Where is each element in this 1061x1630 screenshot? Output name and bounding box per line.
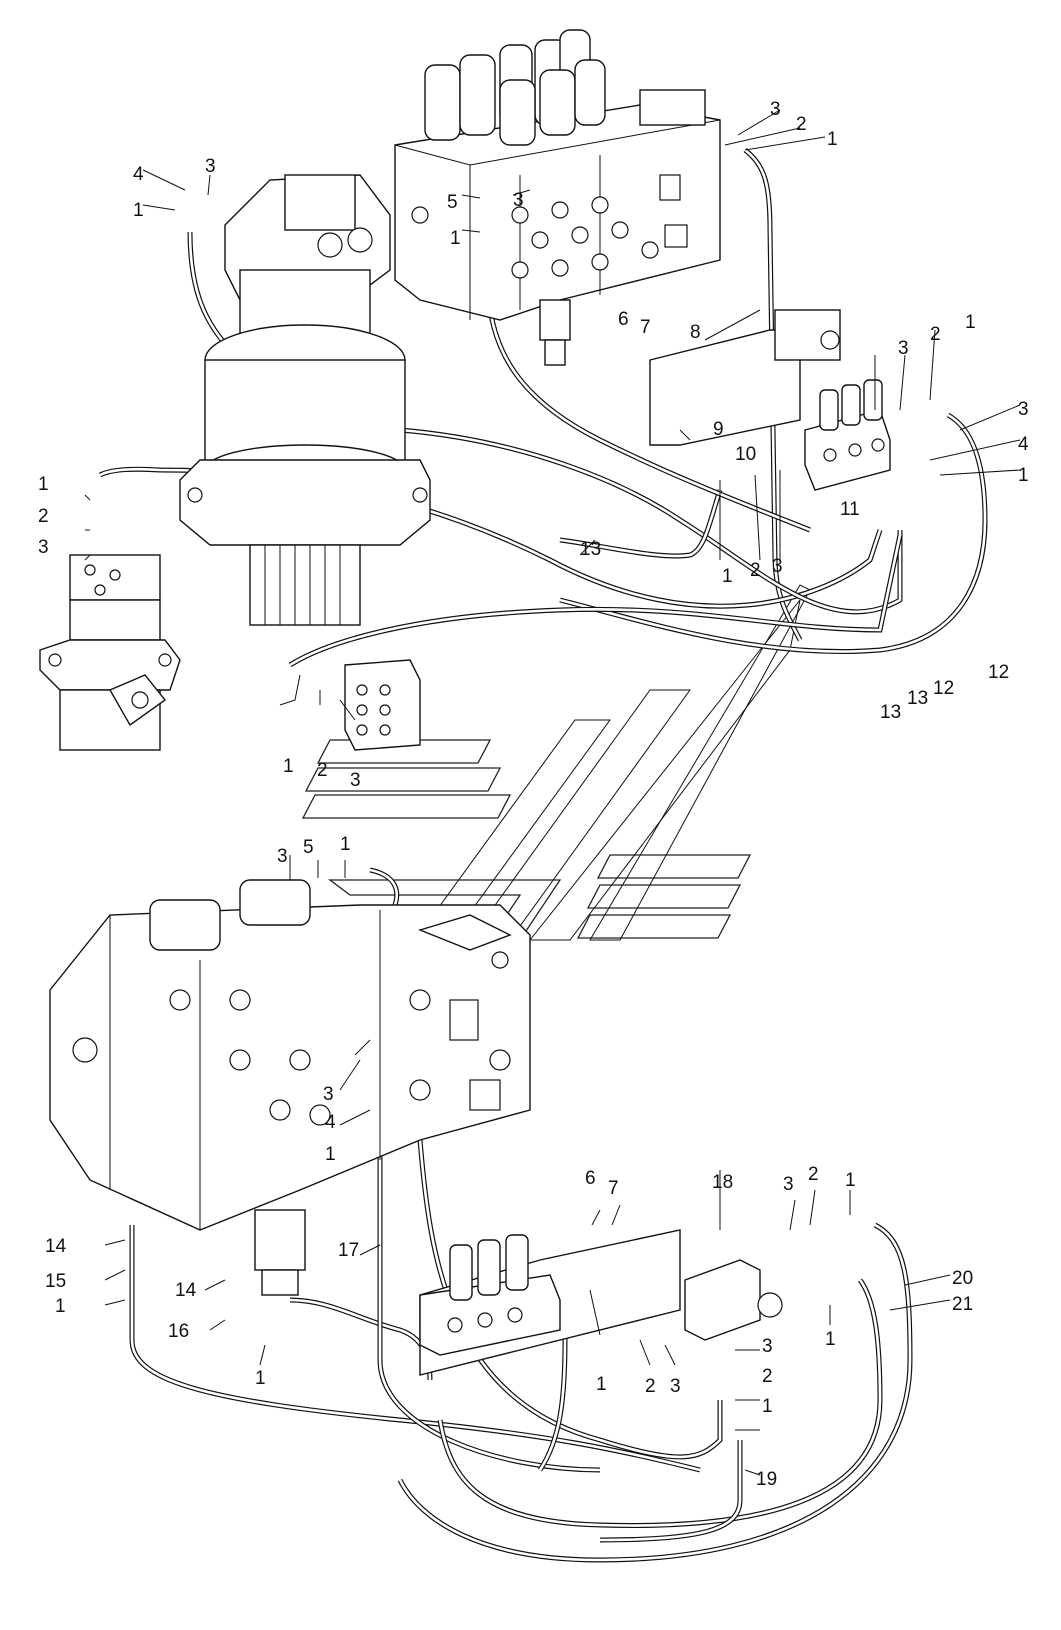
callout-label: 3 — [323, 1084, 334, 1105]
callout-label: 1 — [340, 834, 351, 855]
small-manifold — [344, 659, 421, 751]
callout-label: 1 — [450, 228, 461, 249]
callout-label: 2 — [750, 560, 761, 581]
callout-label: 7 — [608, 1178, 619, 1199]
callout-label: 3 — [772, 556, 783, 577]
callout-label: 1 — [845, 1170, 856, 1191]
callout-label: 1 — [255, 1368, 266, 1389]
callout-label: 3 — [205, 156, 216, 177]
hydraulic-hoses — [98, 148, 988, 1563]
upper-control-valve — [394, 29, 721, 366]
callout-label: 10 — [735, 444, 756, 465]
callout-label: 21 — [952, 1294, 973, 1315]
swing-motor — [179, 174, 431, 626]
callout-label: 5 — [447, 192, 458, 213]
callout-label: 11 — [840, 499, 860, 520]
callout-label: 1 — [722, 566, 733, 587]
callout-label: 5 — [303, 837, 314, 858]
callout-label: 1 — [596, 1374, 607, 1395]
callout-label: 4 — [133, 164, 144, 185]
callout-label: 3 — [350, 770, 361, 791]
callout-label: 1 — [965, 312, 976, 333]
callout-label: 4 — [1018, 434, 1029, 455]
callout-label: 2 — [930, 324, 941, 345]
callout-label: 1 — [762, 1396, 773, 1417]
solenoid-block-upper — [649, 309, 891, 491]
callout-label: 1 — [1018, 465, 1029, 486]
callout-label: 1 — [133, 200, 144, 221]
callout-label: 1 — [55, 1296, 66, 1317]
callout-label: 3 — [38, 537, 49, 558]
callout-label: 1 — [825, 1329, 836, 1350]
callout-label: 3 — [513, 190, 524, 211]
callout-label: 12 — [988, 662, 1009, 683]
callout-label: 2 — [38, 506, 49, 527]
callout-label: 3 — [1018, 399, 1029, 420]
callout-label: 4 — [325, 1112, 336, 1133]
callout-label: 13 — [880, 702, 901, 723]
callout-label: 2 — [796, 114, 807, 135]
callout-label: 3 — [898, 338, 909, 359]
callout-label: 2 — [762, 1366, 773, 1387]
callout-label: 7 — [640, 317, 651, 338]
callout-label: 2 — [645, 1376, 656, 1397]
callout-label: 1 — [38, 474, 49, 495]
callout-label: 20 — [952, 1268, 973, 1289]
callout-label: 3 — [770, 99, 781, 120]
callout-label: 3 — [762, 1336, 773, 1357]
leader-lines — [84, 109, 1021, 1476]
callout-label: 17 — [338, 1240, 359, 1261]
callout-label: 2 — [808, 1164, 819, 1185]
callout-label: 3 — [783, 1174, 794, 1195]
solenoid-block-lower — [419, 1229, 783, 1376]
callout-label: 1 — [283, 756, 294, 777]
callout-label: 19 — [756, 1469, 777, 1490]
callout-label: 9 — [713, 419, 724, 440]
callout-label: 6 — [618, 309, 629, 330]
callout-label: 16 — [168, 1321, 189, 1342]
callout-label: 6 — [585, 1168, 596, 1189]
callout-label: 13 — [907, 688, 928, 709]
callout-label: 13 — [580, 539, 601, 560]
watermark-logo — [301, 584, 811, 941]
callout-label: 1 — [325, 1144, 336, 1165]
callout-label: 14 — [45, 1236, 67, 1257]
callout-label: 15 — [45, 1271, 66, 1292]
callout-label: 14 — [175, 1280, 197, 1301]
callout-numbers: 3 2 1 3 4 1 5 1 3 6 7 8 3 2 1 9 10 3 4 1… — [38, 99, 1029, 1490]
callout-label: 8 — [690, 322, 701, 343]
callout-label: 3 — [670, 1376, 681, 1397]
lower-control-valve — [49, 879, 531, 1296]
callout-label: 18 — [712, 1172, 733, 1193]
callout-label: 2 — [317, 760, 328, 781]
travel-motor — [39, 554, 181, 751]
callout-label: 12 — [933, 678, 954, 699]
callout-label: 3 — [277, 846, 288, 867]
callout-label: 1 — [827, 129, 838, 150]
